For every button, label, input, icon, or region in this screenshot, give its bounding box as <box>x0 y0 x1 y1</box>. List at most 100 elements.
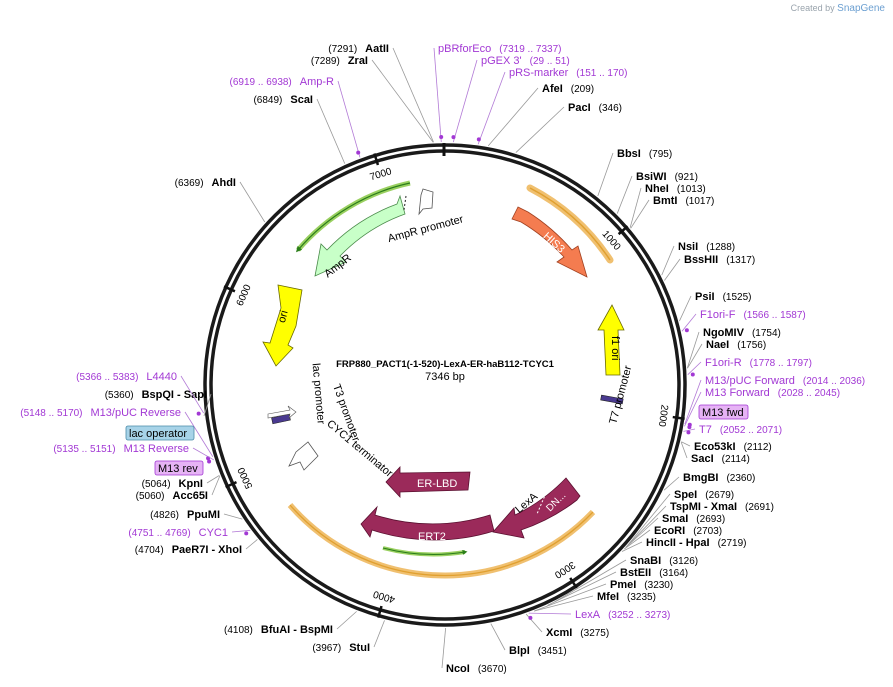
site-name: PsiI <box>695 291 715 303</box>
site-label: (4751 .. 4769)CYC1 <box>128 527 228 539</box>
site-label: SpeI(2679) <box>674 489 734 501</box>
site-position: (2693) <box>696 514 725 525</box>
site-name: CYC1 <box>199 527 228 539</box>
site-label: TspMI - XmaI(2691) <box>670 501 774 513</box>
site-leader-line <box>203 393 212 417</box>
ampr-promoter-label: AmpR promoter <box>387 213 465 245</box>
site-position: (921) <box>675 172 698 183</box>
branding: Created by SnapGene <box>791 3 885 14</box>
boxed-labels: M13 fwd lac operator M13 rev <box>125 404 749 476</box>
cyc1-terminator-label: CYC1 terminator <box>324 418 395 480</box>
site-leader-line <box>533 595 594 612</box>
site-name: NgoMIV <box>703 327 745 339</box>
site-label: NsiI(1288) <box>678 241 735 253</box>
site-label: (5064)KpnI <box>142 478 203 490</box>
site-name: BmgBI <box>683 472 718 484</box>
site-position: (209) <box>571 84 594 95</box>
site-label: PsiI (1525) <box>695 291 751 303</box>
site-leader-line <box>681 313 697 332</box>
site-position: (795) <box>649 149 672 160</box>
site-label: NgoMIV(1754) <box>703 327 781 339</box>
site-leader-line <box>515 106 565 153</box>
ruler-tick-mark <box>225 480 238 489</box>
primer-site-mark <box>684 328 689 333</box>
created-by-label: Created by <box>790 3 835 13</box>
site-leader-line <box>316 98 346 164</box>
plasmid-name: FRP880_PACT1(-1-520)-LexA-ER-haB112-TCYC… <box>336 359 555 370</box>
site-name: PmeI <box>610 579 636 591</box>
site-leader-line <box>373 620 385 648</box>
ruler-tick-label: 4000 <box>372 588 397 605</box>
site-leader-line <box>433 47 442 143</box>
site-position: (1017) <box>685 196 714 207</box>
t7-feature-box <box>600 394 624 405</box>
site-name: MfeI <box>597 591 619 603</box>
site-leader-line <box>452 59 478 143</box>
site-name: F1ori-R <box>705 357 742 369</box>
site-position: (3126) <box>669 556 698 567</box>
ert2-feature-arrow <box>360 505 495 541</box>
site-name: L4440 <box>146 371 177 383</box>
site-name: pGEX 3' <box>481 55 522 67</box>
site-position: (7289) <box>311 56 340 67</box>
site-name: SmaI <box>662 513 688 525</box>
primer-site-mark <box>244 531 249 536</box>
site-label: SnaBI(3126) <box>630 555 698 567</box>
site-leader-line <box>597 152 614 197</box>
site-label: Eco53kI(2112) <box>694 441 772 453</box>
site-name: T7 <box>699 424 712 436</box>
site-name: StuI <box>349 642 370 654</box>
site-leader-line <box>525 613 543 633</box>
site-position: (151 .. 170) <box>576 68 627 79</box>
site-label: M13/pUC Forward(2014 .. 2036) <box>705 375 865 387</box>
site-name: pBRforEco <box>438 43 491 55</box>
ert2-label: ERT2 <box>418 531 446 543</box>
site-labels: (7291) AatII (7289) ZraI (6849) ScaI (6369)Ahd… <box>20 43 865 675</box>
site-leader-line <box>687 331 700 368</box>
site-name: BmtI <box>653 195 677 207</box>
site-name: HincII - HpaI <box>646 537 710 549</box>
site-name: KpnI <box>179 478 203 490</box>
site-position: (3230) <box>644 580 673 591</box>
ruler-tick-label: 6000 <box>235 283 254 308</box>
site-position: (2114) <box>722 454 750 465</box>
site-leader-line <box>490 623 506 651</box>
site-position: (7319 .. 7337) <box>499 44 561 55</box>
primer-site-mark <box>196 411 201 416</box>
ampr-dotted-separator <box>403 195 407 211</box>
lac-operator-label: lac operator <box>129 428 187 440</box>
ruler-tick-mark <box>617 225 629 236</box>
ampr-highlight-line <box>296 182 411 253</box>
site-name: AatII <box>365 43 389 55</box>
site-leader-line <box>554 559 627 603</box>
site-leader-line <box>663 476 680 491</box>
site-position: (2360) <box>726 473 755 484</box>
site-position: (1525) <box>723 292 752 303</box>
site-leader-line <box>683 428 696 432</box>
site-name: ScaI <box>290 94 313 106</box>
site-name: NheI <box>645 183 669 195</box>
site-name: EcoRI <box>654 525 685 537</box>
site-leader-line <box>661 245 675 276</box>
site-leader-line <box>336 611 357 630</box>
site-leader-line <box>337 80 361 158</box>
site-label: (6369)AhdI <box>175 177 236 189</box>
site-label: (5135 .. 5151)M13 Reverse <box>53 443 189 455</box>
site-position: (5366 .. 5383) <box>76 372 138 383</box>
site-position: (6849) <box>253 95 282 106</box>
site-name: NcoI <box>446 663 470 675</box>
site-name: LexA <box>575 609 601 621</box>
site-label: LexA(3252 .. 3273) <box>575 609 670 621</box>
site-name: XcmI <box>546 627 572 639</box>
site-position: (4108) <box>224 625 253 636</box>
site-name: ZraI <box>348 55 368 67</box>
ruler-tick-mark <box>569 577 578 589</box>
site-leader-line <box>621 541 643 552</box>
site-name: Amp-R <box>300 76 334 88</box>
lac-operator-box <box>125 425 195 441</box>
site-position: (5148 .. 5170) <box>20 408 82 419</box>
site-position: (7291) <box>328 44 357 55</box>
site-position: (5360) <box>105 390 134 401</box>
lexa-er-highlight-core <box>289 504 594 577</box>
site-name: BlpI <box>509 645 530 657</box>
